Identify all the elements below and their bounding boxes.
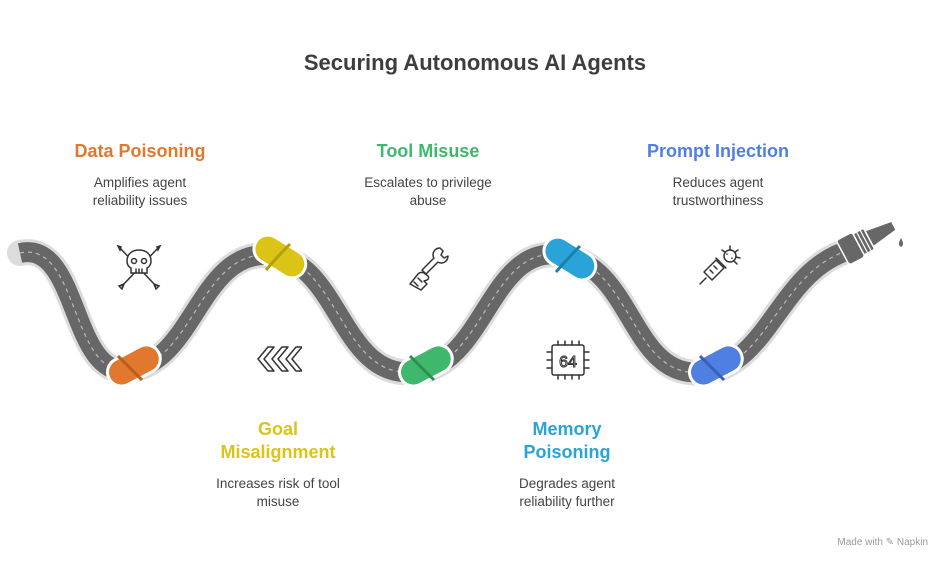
label-goal-misalignment: Goal Misalignment xyxy=(220,419,336,462)
double-chevron-left-icon xyxy=(257,346,302,372)
chip-label: 64 xyxy=(559,354,577,371)
memory-chip-64-icon: 64 xyxy=(546,340,590,380)
knot-goal-misalignment xyxy=(252,233,308,280)
footer-credit: Made with ✎ Napkin xyxy=(837,537,928,548)
wrench-hand-icon xyxy=(409,247,449,291)
label-memory-poisoning: Memory Poisoning xyxy=(523,419,611,462)
desc-tool-misuse: Escalates to privilege abuse xyxy=(364,175,492,208)
diagram-title: Securing Autonomous AI Agents xyxy=(303,50,647,75)
knot-tool-misuse xyxy=(398,343,454,388)
label-data-poisoning: Data Poisoning xyxy=(74,141,206,161)
knot-memory-poisoning xyxy=(542,235,598,282)
desc-memory-poisoning: Degrades agent reliability further xyxy=(518,476,616,509)
desc-prompt-injection: Reduces agent trustworthiness xyxy=(672,175,764,208)
desc-goal-misalignment: Increases risk of tool misuse xyxy=(216,476,340,509)
label-tool-misuse: Tool Misuse xyxy=(376,141,480,161)
desc-data-poisoning: Amplifies agent reliability issues xyxy=(92,175,188,208)
water-drop xyxy=(899,238,903,247)
knot-prompt-injection xyxy=(688,343,744,388)
knot-data-poisoning xyxy=(106,343,162,388)
skull-crossbones-icon xyxy=(116,244,162,290)
label-prompt-injection: Prompt Injection xyxy=(646,141,789,161)
hose-nozzle xyxy=(836,220,898,265)
syringe-bug-icon xyxy=(699,245,741,285)
